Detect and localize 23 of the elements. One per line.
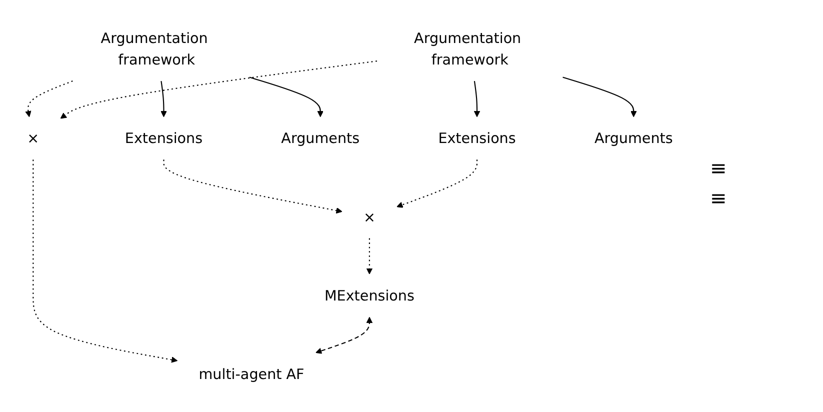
node-text: Extensions (124, 130, 203, 147)
node-text: Arguments (594, 130, 673, 147)
arrow (25, 80, 73, 117)
arrow (60, 60, 377, 119)
arrow (316, 316, 373, 354)
equivalence-symbol: ≡ (710, 156, 728, 180)
arrow (562, 76, 637, 117)
arrow (249, 76, 324, 117)
arrow (396, 160, 478, 208)
node-text: Extensions (438, 130, 516, 147)
node-text: Argumentation framework (100, 29, 208, 68)
arrow (160, 80, 167, 117)
arrow (163, 160, 342, 214)
node-text: Arguments (281, 130, 360, 147)
node-text: × (27, 130, 40, 147)
arrow (474, 80, 480, 117)
node-text: Argumentation framework (414, 29, 522, 68)
equivalence-symbol: ≡ (710, 186, 728, 210)
node-text: × (363, 208, 376, 226)
arrow (32, 160, 178, 363)
node-text: multi-agent AF (198, 365, 304, 383)
arrow (366, 238, 373, 274)
node-text: MExtensions (324, 286, 414, 304)
